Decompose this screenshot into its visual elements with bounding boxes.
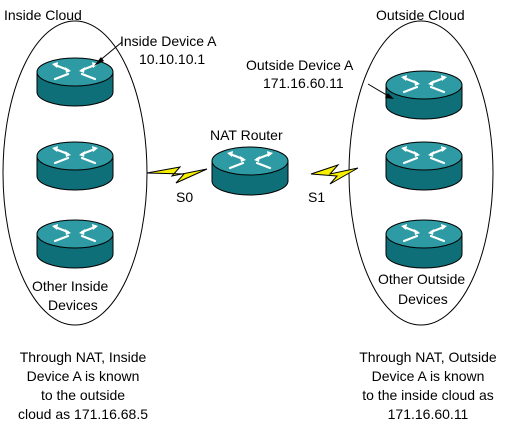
other-inside-devices-line2: Devices bbox=[48, 297, 98, 313]
inside-device-a-pointer-arrow bbox=[94, 41, 123, 66]
inside-cloud-title: Inside Cloud bbox=[4, 7, 82, 23]
serial-0-label: S0 bbox=[176, 189, 193, 205]
outside-note-line1: Through NAT, Outside bbox=[359, 349, 497, 365]
inside-nat-note: Through NAT, Inside Device A is known to… bbox=[18, 349, 148, 422]
other-outside-devices-line2: Devices bbox=[398, 291, 448, 307]
nat-router-icon bbox=[210, 145, 290, 197]
inside-device-a-ip: 10.10.10.1 bbox=[139, 51, 205, 67]
serial-1-label: S1 bbox=[308, 189, 325, 205]
outside-note-line3: to the inside cloud as bbox=[362, 387, 494, 403]
outside-router-2-icon bbox=[384, 140, 464, 192]
inside-router-3-icon bbox=[35, 218, 115, 270]
other-outside-devices-line1: Other Outside bbox=[378, 271, 465, 287]
serial-link-s0 bbox=[146, 166, 208, 184]
inside-router-2-icon bbox=[35, 140, 115, 192]
other-inside-devices-line1: Other Inside bbox=[32, 278, 108, 294]
inside-note-line2: Device A is known bbox=[27, 368, 140, 384]
inside-note-line4: cloud as 171.16.68.5 bbox=[18, 406, 148, 422]
outside-device-a-name: Outside Device A bbox=[246, 57, 354, 73]
outside-device-a-router-icon bbox=[384, 69, 464, 121]
outside-note-line2: Device A is known bbox=[372, 368, 485, 384]
outside-cloud-title: Outside Cloud bbox=[376, 7, 465, 23]
serial-link-s1 bbox=[310, 163, 359, 185]
inside-device-a-name: Inside Device A bbox=[120, 33, 217, 49]
nat-router-label: NAT Router bbox=[210, 127, 283, 143]
outside-router-3-icon bbox=[384, 218, 464, 270]
inside-device-a-router-icon bbox=[35, 56, 115, 108]
inside-note-line3: to the outside bbox=[41, 387, 125, 403]
outside-device-a-ip: 171.16.60.11 bbox=[263, 75, 344, 91]
outside-device-a-pointer-arrow bbox=[367, 83, 394, 99]
outside-nat-note: Through NAT, Outside Device A is known t… bbox=[359, 349, 497, 422]
inside-note-line1: Through NAT, Inside bbox=[20, 349, 147, 365]
outside-note-line4: 171.16.60.11 bbox=[388, 406, 469, 422]
